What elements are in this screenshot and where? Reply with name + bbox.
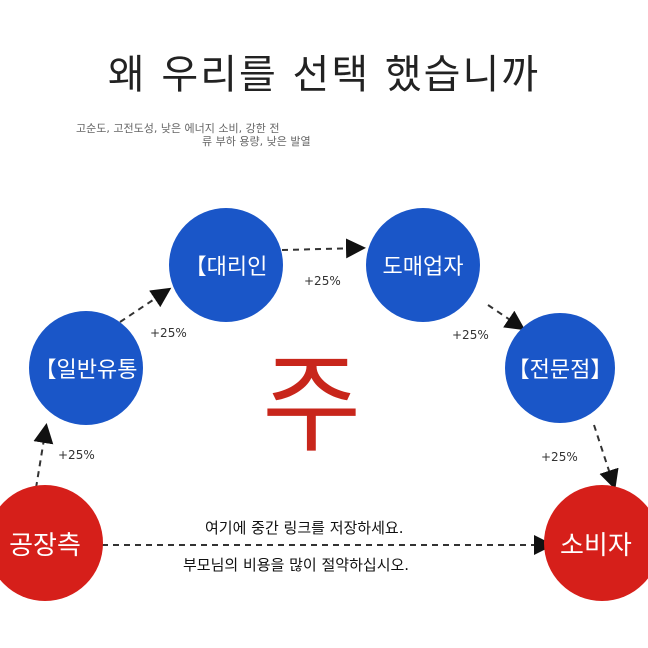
arrow-factory-to-general: [33, 423, 54, 489]
node-general: 【일반유통: [29, 311, 143, 425]
arrow-wholesaler-to-specialty: [487, 304, 526, 331]
node-factory: 공장측: [0, 485, 103, 601]
percent-label: +25%: [58, 448, 95, 462]
subtitle-line-2: 류 부하 용량, 낮은 발열: [202, 135, 311, 148]
node-wholesaler: 도매업자: [366, 208, 480, 322]
note-top: 여기에 중간 링크를 저장하세요.: [205, 519, 404, 537]
percent-label: +25%: [304, 274, 341, 288]
arrow-general-to-agent: [119, 287, 172, 323]
node-specialty: 【전문점】: [505, 313, 615, 423]
subtitle-line-1: 고순도, 고전도성, 낮은 에너지 소비, 강한 전: [76, 122, 280, 135]
node-agent: 【대리인: [169, 208, 283, 322]
arrow-specialty-to-consumer: [593, 424, 619, 490]
arrow-agent-to-wholesaler: [281, 238, 366, 259]
page-title: 왜 우리를 선택 했습니까: [107, 52, 541, 98]
percent-label: +25%: [452, 328, 489, 342]
percent-label: +25%: [150, 326, 187, 340]
note-bottom: 부모님의 비용을 많이 절약하십시오.: [183, 556, 410, 574]
node-consumer: 소비자: [544, 485, 648, 601]
percent-label: +25%: [541, 450, 578, 464]
center-character: 주: [262, 343, 362, 468]
